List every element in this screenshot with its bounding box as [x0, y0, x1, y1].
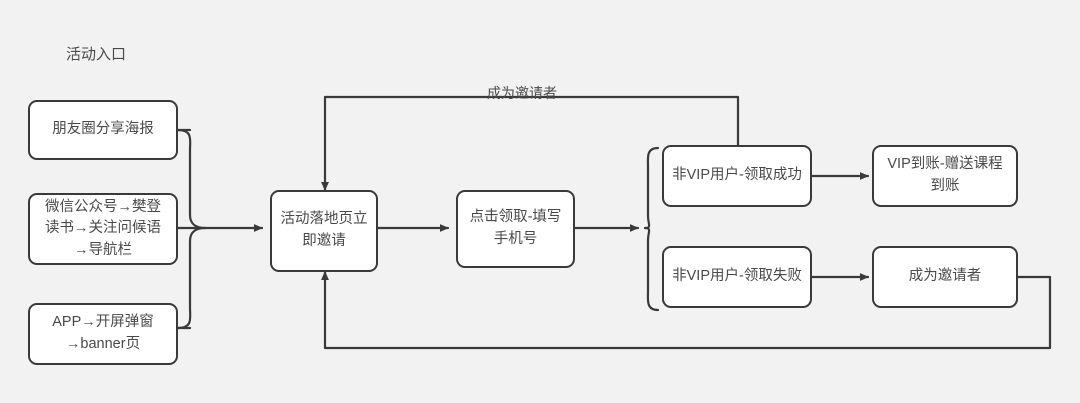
left-brace-connector — [176, 128, 207, 330]
node-nonvip-claim-success[interactable]: 非VIP用户-领取成功 — [662, 145, 812, 207]
section-title-activity-entry: 活动入口 — [66, 46, 127, 63]
node-nonvip-claim-failure[interactable]: 非VIP用户-领取失败 — [662, 246, 812, 308]
node-landing-page-invite[interactable]: 活动落地页立即邀请 — [270, 190, 378, 272]
node-click-claim-fill-phone[interactable]: 点击领取-填写手机号 — [456, 190, 575, 268]
edge-label-become-inviter: 成为邀请者 — [487, 85, 557, 101]
node-wechat-official-account[interactable]: 微信公众号→樊登读书→关注问候语→导航栏 — [28, 193, 178, 265]
node-vip-credited-course-gift[interactable]: VIP到账-赠送课程到账 — [872, 145, 1018, 207]
node-become-inviter[interactable]: 成为邀请者 — [872, 246, 1018, 308]
node-poster[interactable]: 朋友圈分享海报 — [28, 100, 178, 160]
node-app-splash-banner[interactable]: APP→开屏弹窗→banner页 — [28, 303, 178, 365]
right-brace-connector — [643, 146, 660, 312]
